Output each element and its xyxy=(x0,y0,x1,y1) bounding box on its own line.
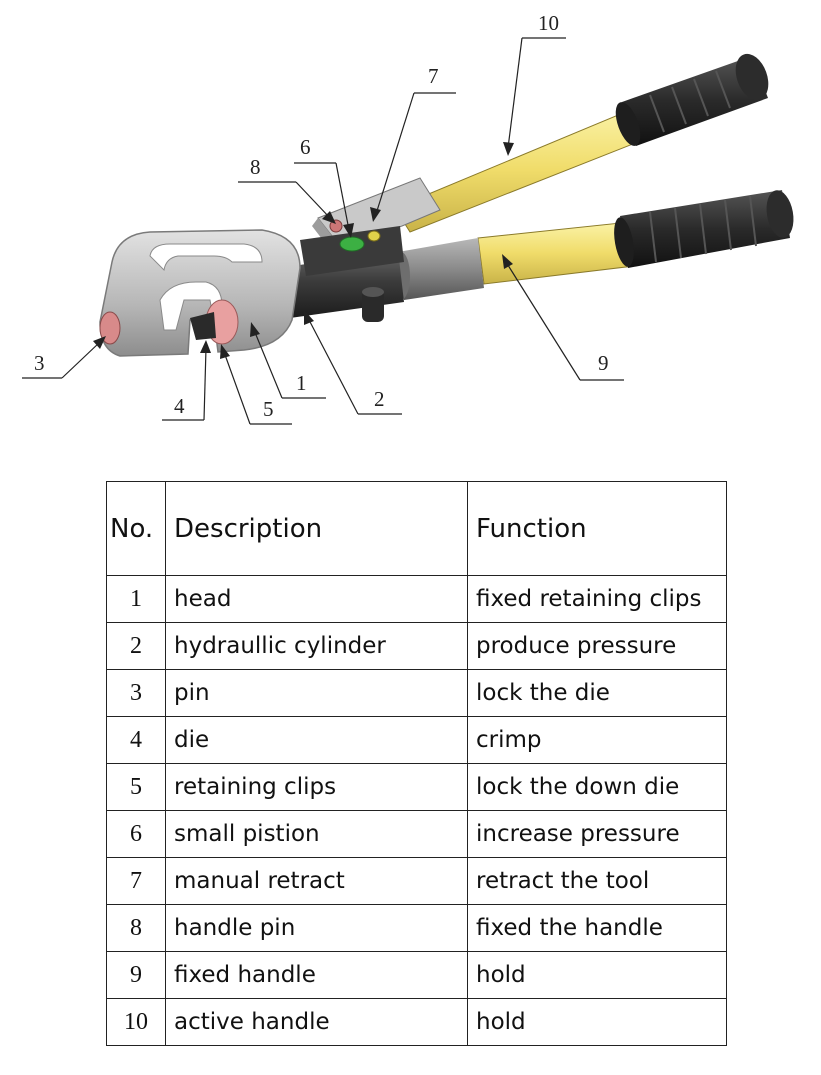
cell-description: die xyxy=(165,716,468,764)
cell-function: fixed the handle xyxy=(467,904,727,952)
table-row: 4 die crimp xyxy=(106,716,727,764)
cell-no: 8 xyxy=(106,904,166,952)
table-header-row: No. Description Function xyxy=(106,481,727,576)
callout-5: 5 xyxy=(263,397,274,421)
parts-table: No. Description Function 1 head fixed re… xyxy=(106,481,727,1046)
callout-10: 10 xyxy=(538,11,559,35)
cell-no: 5 xyxy=(106,763,166,811)
table-row: 2 hydraullic cylinder produce pressure xyxy=(106,622,727,670)
cell-description: handle pin xyxy=(165,904,468,952)
manual-retract xyxy=(367,230,381,242)
cell-function: fixed retaining clips xyxy=(467,575,727,623)
cell-description: fixed handle xyxy=(165,951,468,999)
handle-pin xyxy=(329,219,343,233)
callout-2: 2 xyxy=(374,387,385,411)
callout-6: 6 xyxy=(300,135,311,159)
table-row: 5 retaining clips lock the down die xyxy=(106,763,727,811)
fixed-handle-grip xyxy=(614,190,794,268)
cell-no: 7 xyxy=(106,857,166,905)
header-description: Description xyxy=(165,481,468,576)
cell-description: active handle xyxy=(165,998,468,1046)
cell-description: head xyxy=(165,575,468,623)
table-row: 1 head fixed retaining clips xyxy=(106,575,727,623)
cell-description: retaining clips xyxy=(165,763,468,811)
cell-description: manual retract xyxy=(165,857,468,905)
cell-function: hold xyxy=(467,951,727,999)
callout-3: 3 xyxy=(34,351,45,375)
small-piston xyxy=(339,236,365,252)
leader-lines xyxy=(22,37,624,425)
cell-no: 9 xyxy=(106,951,166,999)
hydraulic-cylinder xyxy=(276,226,484,322)
cell-no: 10 xyxy=(106,998,166,1046)
head xyxy=(99,229,301,357)
table-row: 6 small pistion increase pressure xyxy=(106,810,727,858)
callout-8: 8 xyxy=(250,155,261,179)
cell-function: lock the down die xyxy=(467,763,727,811)
header-function: Function xyxy=(467,481,727,576)
valve-block xyxy=(329,219,381,252)
table-row: 3 pin lock the die xyxy=(106,669,727,717)
callout-1: 1 xyxy=(296,371,307,395)
cell-no: 6 xyxy=(106,810,166,858)
callout-7: 7 xyxy=(428,64,439,88)
active-handle-grip xyxy=(615,53,769,146)
die xyxy=(190,312,216,340)
callout-4: 4 xyxy=(174,394,185,418)
pin xyxy=(99,311,121,345)
table-row: 8 handle pin fixed the handle xyxy=(106,904,727,952)
cell-no: 4 xyxy=(106,716,166,764)
cell-function: lock the die xyxy=(467,669,727,717)
cell-function: hold xyxy=(467,998,727,1046)
cell-description: small pistion xyxy=(165,810,468,858)
cell-function: produce pressure xyxy=(467,622,727,670)
cell-no: 3 xyxy=(106,669,166,717)
cell-no: 2 xyxy=(106,622,166,670)
cell-function: increase pressure xyxy=(467,810,727,858)
table-row: 10 active handle hold xyxy=(106,998,727,1046)
hydraulic-crimping-tool-diagram: 10 7 6 8 3 4 5 1 2 9 xyxy=(22,11,794,425)
cell-description: pin xyxy=(165,669,468,717)
fixed-handle xyxy=(477,190,794,285)
cell-function: retract the tool xyxy=(467,857,727,905)
cell-function: crimp xyxy=(467,716,727,764)
cell-description: hydraullic cylinder xyxy=(165,622,468,670)
table-row: 9 fixed handle hold xyxy=(106,951,727,999)
table-row: 7 manual retract retract the tool xyxy=(106,857,727,905)
callout-9: 9 xyxy=(598,351,609,375)
header-no: No. xyxy=(106,481,166,576)
cell-no: 1 xyxy=(106,575,166,623)
